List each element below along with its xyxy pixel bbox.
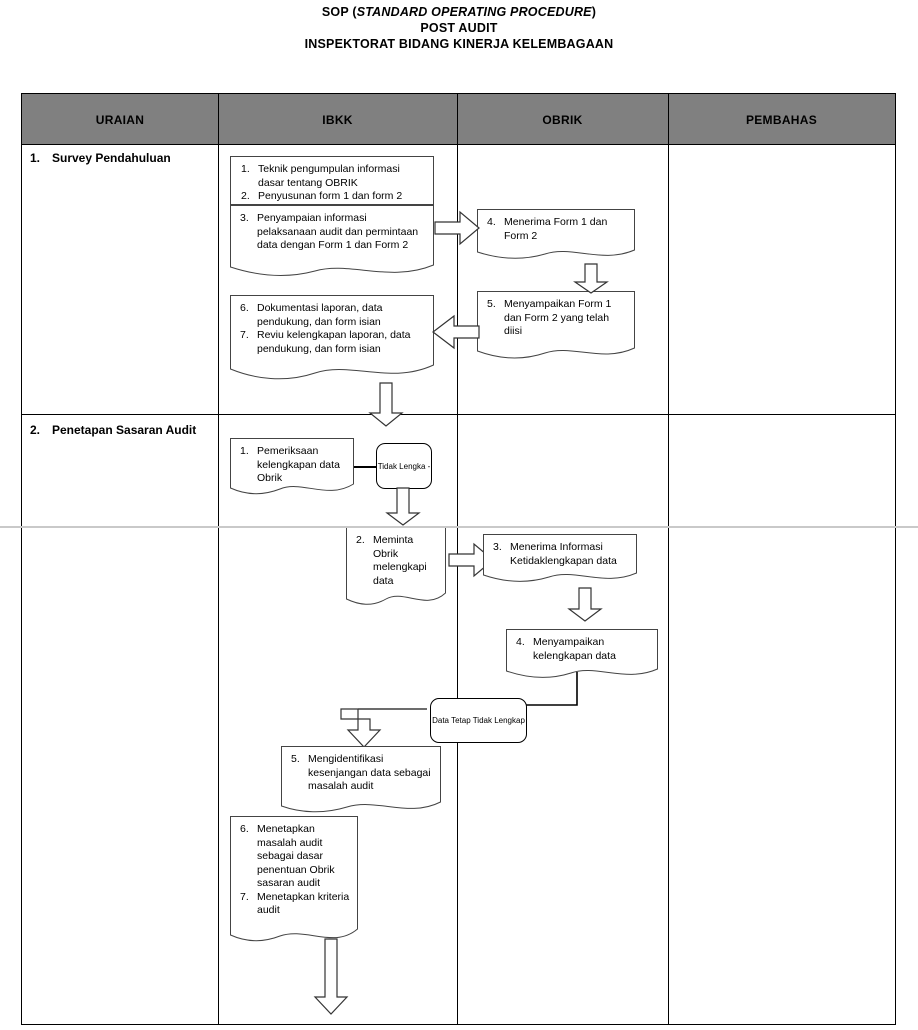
document-box-ibkk-6-7[interactable]: 6.Dokumentasi laporan, data pendukung, d… xyxy=(230,295,434,383)
column-header-uraian: URAIAN xyxy=(95,112,145,127)
list-item: 6.Menetapkan masalah audit sebagai dasar… xyxy=(240,823,335,889)
arrow-down-section1-to-section2 xyxy=(368,382,404,427)
decision-box-tidak-lengkap[interactable]: Tidak Lengka - xyxy=(376,443,432,489)
section-title-2: Penetapan Sasaran Audit xyxy=(52,423,197,437)
arrow-down-obrik-3-to-4 xyxy=(567,587,603,622)
column-header-pembahas: PEMBAHAS xyxy=(745,112,818,127)
section-divider-1 xyxy=(22,414,895,415)
document-box-obrik-5[interactable]: 5.Menyampaikan Form 1 dan Form 2 yang te… xyxy=(477,291,635,362)
decision-label: Tidak Lengka - xyxy=(377,461,431,471)
title-sop-italic: STANDARD OPERATING PROCEDURE xyxy=(356,5,592,19)
list-item: 4.Menyampaikan kelengkapan data xyxy=(516,636,616,662)
title-sop-prefix: SOP ( xyxy=(321,5,357,19)
decision-box-data-tetap-tidak-lengkap[interactable]: Data Tetap Tidak Lengkap xyxy=(430,698,527,743)
section-number-2: 2. xyxy=(30,423,41,437)
arrow-down-obrik-4-to-5 xyxy=(573,263,609,294)
document-box-ibkk-3[interactable]: 3.Penyampaian informasi pelaksanaan audi… xyxy=(230,205,434,279)
process-box-ibkk-1-2[interactable]: 1.Teknik pengumpulan informasi dasar ten… xyxy=(230,156,434,205)
section-label-1: 1. Survey Pendahuluan xyxy=(30,151,171,165)
list-item: 3.Penyampaian informasi pelaksanaan audi… xyxy=(240,212,419,251)
list-item: 5.Menyampaikan Form 1 dan Form 2 yang te… xyxy=(487,298,612,337)
page-title: SOP (STANDARD OPERATING PROCEDURE) POST … xyxy=(0,4,918,52)
list-item: 2.Meminta Obrik melengkapi data xyxy=(356,534,427,587)
column-header-ibkk: IBKK xyxy=(322,112,353,127)
title-line-3: INSPEKTORAT BIDANG KINERJA KELEMBAGAAN xyxy=(304,37,614,51)
section-title-1: Survey Pendahuluan xyxy=(52,151,171,165)
sop-table: URAIAN IBKK OBRIK PEMBAHAS 1. Survey Pend… xyxy=(21,93,896,1025)
document-box-ibkk-s2-2[interactable]: 2.Meminta Obrik melengkapi data xyxy=(346,527,446,613)
document-box-obrik-4[interactable]: 4.Menerima Form 1 dan Form 2 xyxy=(477,209,635,262)
table-header-row xyxy=(22,94,895,145)
list-item: 7.Reviu kelengkapan laporan, data penduk… xyxy=(240,329,411,355)
arrow-right-ibkk-to-obrik-1 xyxy=(434,210,480,246)
list-item: 5.Mengidentifikasi kesenjangan data seba… xyxy=(291,753,431,792)
list-item: 4.Menerima Form 1 dan Form 2 xyxy=(487,216,608,242)
list-item: 1.Teknik pengumpulan informasi dasar ten… xyxy=(241,163,400,189)
section-number-1: 1. xyxy=(30,151,41,165)
column-divider-3 xyxy=(668,94,669,1024)
title-line-2: POST AUDIT xyxy=(420,21,498,35)
arrow-left-obrik-to-ibkk-1 xyxy=(432,314,480,350)
arrow-down-continue-next-page xyxy=(313,938,349,1015)
list-item: 6.Dokumentasi laporan, data pendukung, d… xyxy=(240,302,383,328)
arrow-down-decision-to-step2 xyxy=(385,487,421,526)
list-item: 1.Pemeriksaan kelengkapan data Obrik xyxy=(240,445,340,484)
column-header-obrik: OBRIK xyxy=(542,112,583,127)
title-sop-suffix: ) xyxy=(591,5,597,19)
document-box-ibkk-s2-5[interactable]: 5.Mengidentifikasi kesenjangan data seba… xyxy=(281,746,441,818)
document-box-ibkk-s2-1[interactable]: 1.Pemeriksaan kelengkapan data Obrik xyxy=(230,438,354,498)
document-box-ibkk-s2-6-7[interactable]: 6.Menetapkan masalah audit sebagai dasar… xyxy=(230,816,358,955)
title-line-1: SOP (STANDARD OPERATING PROCEDURE) xyxy=(0,4,918,20)
document-box-obrik-s2-4[interactable]: 4.Menyampaikan kelengkapan data xyxy=(506,629,658,681)
list-item: 3.Menerima Informasi Ketidaklengkapan da… xyxy=(493,541,617,567)
list-item: 7.Menetapkan kriteria audit xyxy=(240,890,350,917)
section-label-2: 2. Penetapan Sasaran Audit xyxy=(30,423,196,437)
page-break-line xyxy=(0,526,918,528)
decision-label: Data Tetap Tidak Lengkap xyxy=(432,716,525,725)
list-item: 2.Penyusunan form 1 dan form 2 xyxy=(241,190,403,202)
document-box-obrik-s2-3[interactable]: 3.Menerima Informasi Ketidaklengkapan da… xyxy=(483,534,637,585)
column-divider-1 xyxy=(218,94,219,1024)
